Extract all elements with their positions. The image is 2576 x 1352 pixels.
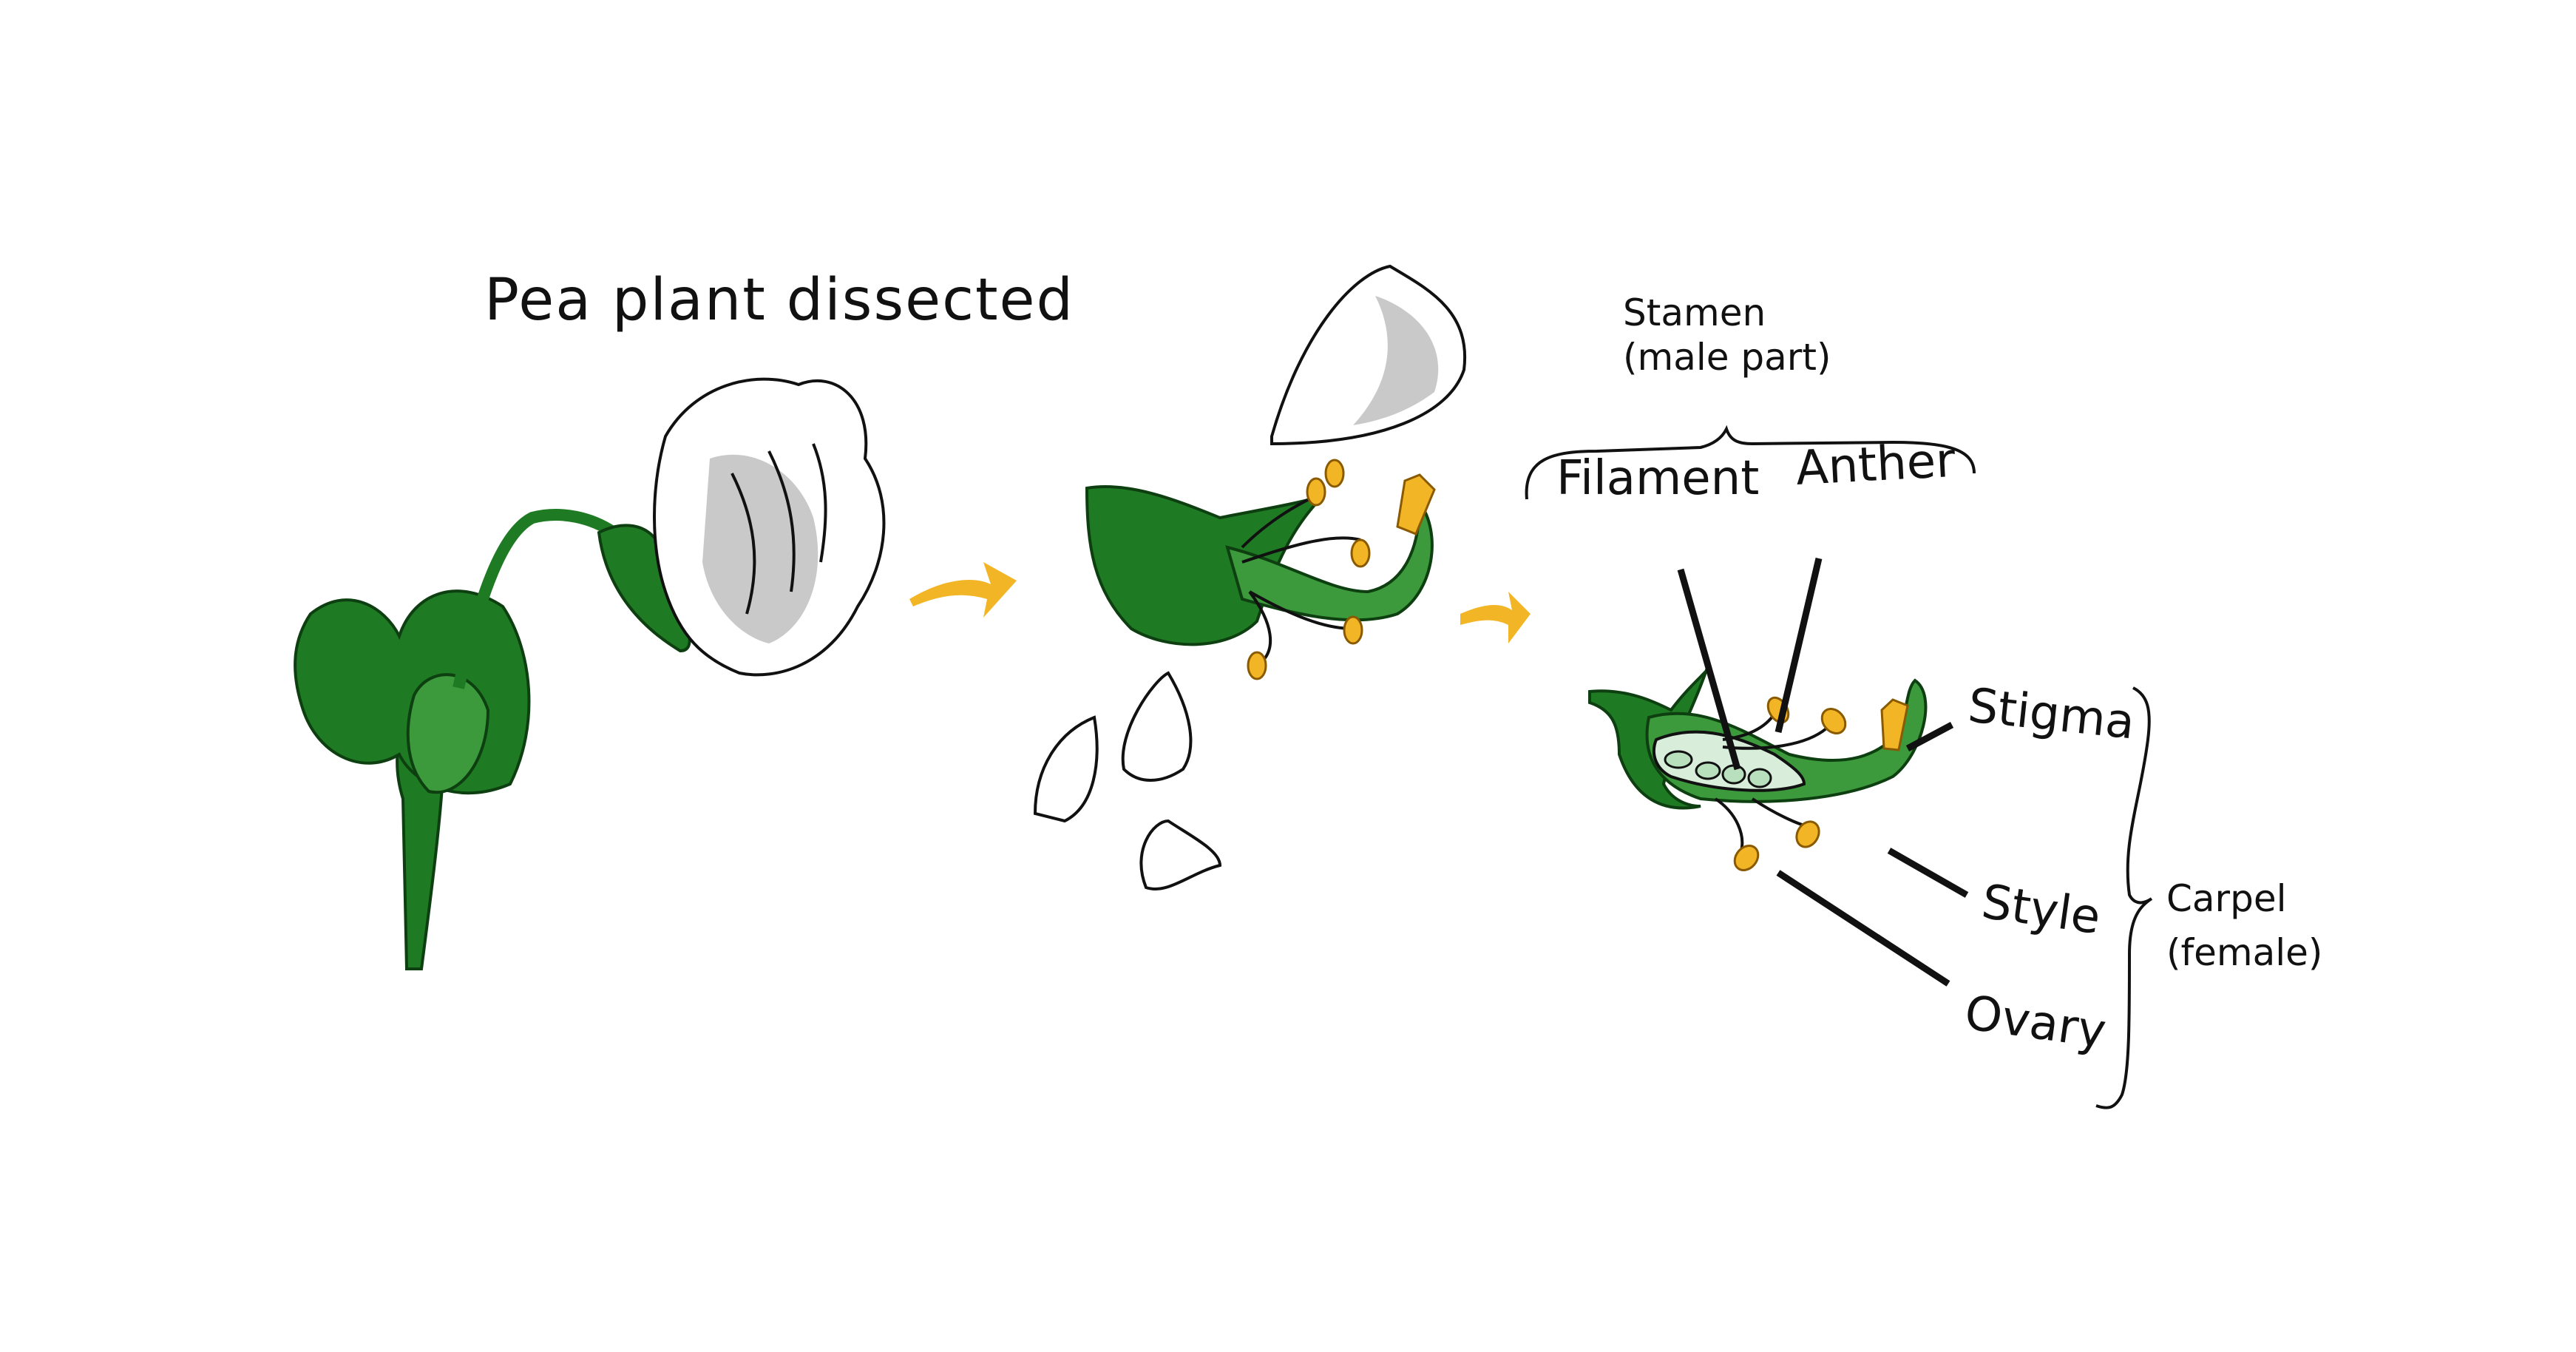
filament-pointer [1677, 568, 1741, 771]
arrow-right-icon [909, 562, 1017, 618]
style-pointer [1887, 848, 1969, 898]
anther [1820, 708, 1847, 734]
carpel-brace [2095, 686, 2153, 1109]
filaments [1714, 712, 1828, 851]
flower-stalk [453, 509, 617, 689]
detached-petal [1121, 671, 1193, 782]
label-anther: Anther [1794, 433, 1957, 496]
petal-veins [731, 443, 827, 615]
stigma-pointer [1905, 722, 1954, 751]
stamen-filaments [1241, 494, 1361, 667]
anther [1350, 538, 1371, 568]
dissected-flower [1033, 264, 1467, 890]
anther [1324, 459, 1345, 488]
petal-shading [1353, 296, 1439, 425]
label-carpel: Carpel [2166, 877, 2287, 920]
label-stamen: Stamen [1623, 291, 1766, 334]
label-stigma: Stigma [1965, 678, 2137, 750]
anther [1343, 615, 1363, 645]
anther [1306, 477, 1326, 507]
arrow-right-icon [1460, 592, 1531, 643]
label-style: Style [1979, 875, 2104, 946]
label-ovary: Ovary [1962, 986, 2109, 1060]
stigma [1880, 698, 1909, 751]
ovary-pointer [1776, 870, 1950, 987]
detached-petal-small [1139, 819, 1222, 890]
label-carpel-sub: (female) [2166, 931, 2322, 974]
whole-pea-plant [294, 377, 886, 970]
leaf-bract [406, 673, 490, 794]
label-stamen-sub: (male part) [1623, 336, 1831, 379]
detached-petal [1033, 715, 1099, 823]
stigma [1396, 473, 1436, 535]
diagram-title: Pea plant dissected [484, 267, 1074, 334]
anther [1733, 845, 1760, 871]
ovules [1664, 750, 1772, 788]
anther-pointer [1775, 557, 1823, 734]
anther [1247, 651, 1267, 680]
stamen-brace [1525, 425, 1976, 500]
carpel-detail [1588, 663, 1928, 871]
anther [1795, 820, 1820, 848]
label-filament: Filament [1556, 451, 1759, 506]
